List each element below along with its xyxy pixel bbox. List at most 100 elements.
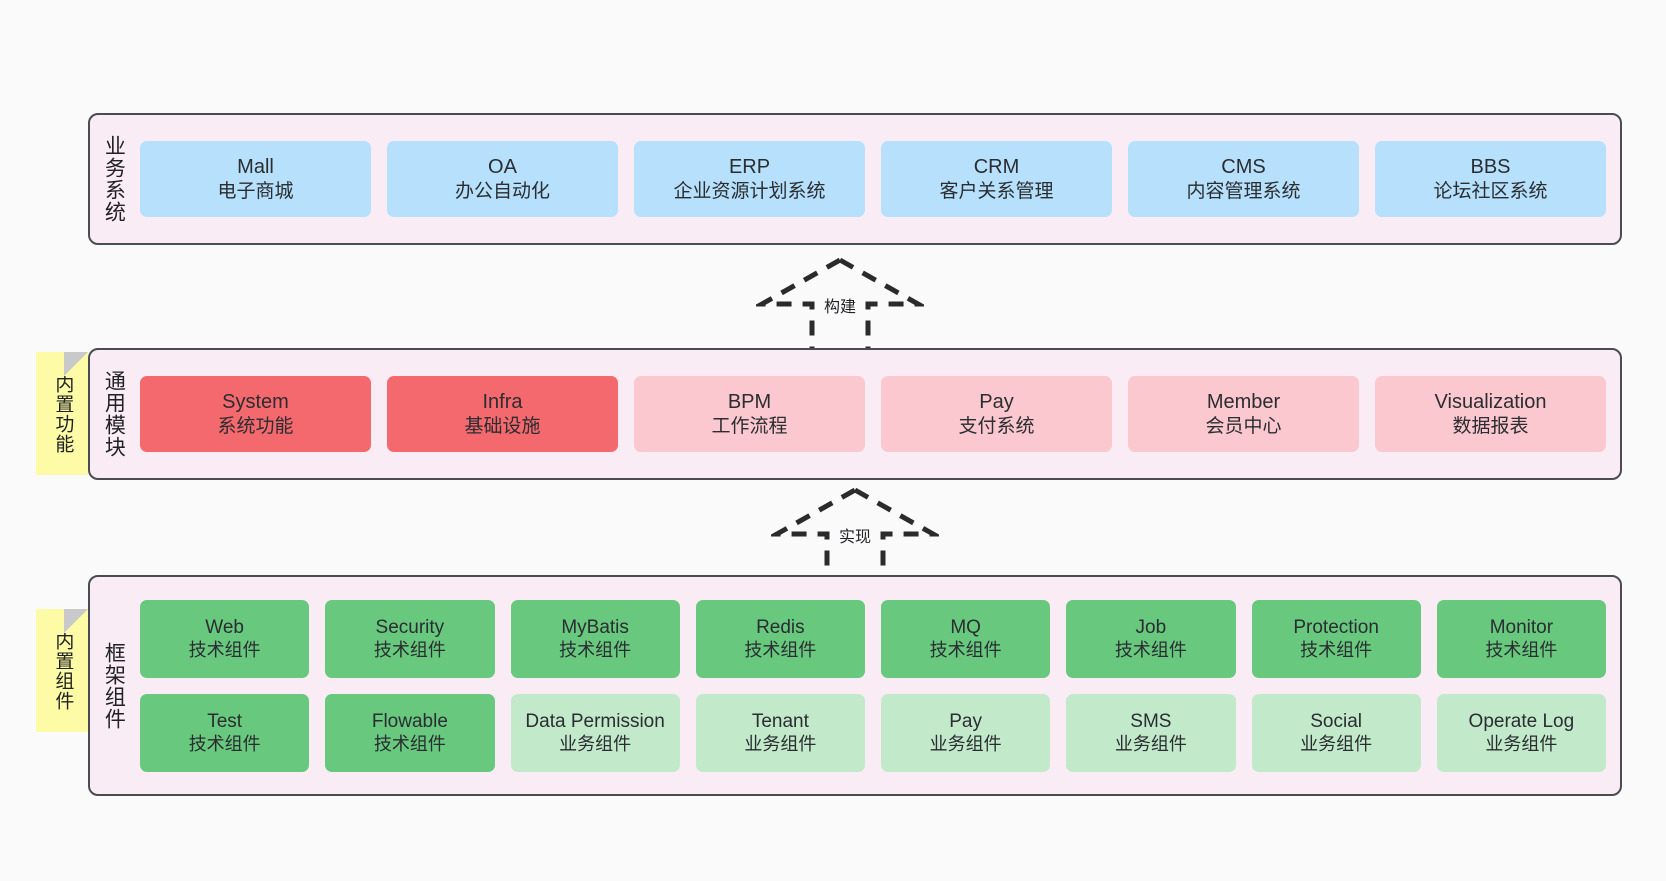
row-business-components: Test 技术组件 Flowable 技术组件 Data Permission …: [140, 693, 1606, 772]
node-bbs-subtitle: 论坛社区系统: [1433, 180, 1548, 202]
node-bbs[interactable]: BBS 论坛社区系统: [1375, 141, 1606, 217]
node-security[interactable]: Security 技术组件: [325, 599, 495, 678]
node-security-subtitle: 技术组件: [373, 640, 446, 661]
node-cms-subtitle: 内容管理系统: [1186, 180, 1301, 202]
node-cms[interactable]: CMS 内容管理系统: [1128, 141, 1359, 217]
node-infra-title: Infra: [482, 390, 523, 413]
node-mall-title: Mall: [237, 155, 274, 178]
node-infra[interactable]: Infra 基础设施: [387, 376, 618, 452]
node-monitor-subtitle: 技术组件: [1485, 640, 1558, 661]
node-crm[interactable]: CRM 客户关系管理: [881, 141, 1112, 217]
node-mq-subtitle: 技术组件: [929, 640, 1002, 661]
node-security-title: Security: [375, 616, 445, 638]
node-bpm[interactable]: BPM 工作流程: [634, 376, 865, 452]
node-sms-subtitle: 业务组件: [1114, 734, 1187, 755]
node-mall[interactable]: Mall 电子商城: [140, 141, 371, 217]
node-visualization[interactable]: Visualization 数据报表: [1375, 376, 1606, 452]
layer-business-systems: 业务系统 Mall 电子商城 OA 办公自动化 ERP 企业资源计划系统 CRM…: [88, 113, 1622, 245]
node-web-title: Web: [205, 616, 244, 638]
layer-body-business: Mall 电子商城 OA 办公自动化 ERP 企业资源计划系统 CRM 客户关系…: [136, 115, 1620, 243]
node-sms-title: SMS: [1130, 710, 1172, 732]
node-pay-module[interactable]: Pay 支付系统: [881, 376, 1112, 452]
node-tenant-subtitle: 业务组件: [744, 734, 817, 755]
connector-build-label: 构建: [823, 299, 857, 316]
node-redis-title: Redis: [756, 616, 805, 638]
node-test-title: Test: [207, 710, 243, 732]
node-oa[interactable]: OA 办公自动化: [387, 141, 618, 217]
node-operate-log-title: Operate Log: [1468, 710, 1575, 732]
node-system[interactable]: System 系统功能: [140, 376, 371, 452]
connector-implement-arrow: 实现: [771, 486, 939, 582]
node-infra-subtitle: 基础设施: [464, 415, 541, 437]
layer-common-modules: 通用模块 System 系统功能 Infra 基础设施 BPM 工作流程 Pay…: [88, 348, 1622, 480]
note-builtin-components-label: 内置组件: [52, 630, 74, 711]
node-oa-subtitle: 办公自动化: [454, 180, 550, 202]
node-bpm-title: BPM: [727, 390, 772, 413]
node-cms-title: CMS: [1221, 155, 1266, 178]
node-flowable-title: Flowable: [371, 710, 448, 732]
node-mybatis-subtitle: 技术组件: [559, 640, 632, 661]
layer-body-modules: System 系统功能 Infra 基础设施 BPM 工作流程 Pay 支付系统…: [136, 350, 1620, 478]
node-pay-module-title: Pay: [979, 390, 1014, 413]
node-visualization-subtitle: 数据报表: [1452, 415, 1529, 437]
node-monitor[interactable]: Monitor 技术组件: [1436, 599, 1606, 678]
row-common-modules: System 系统功能 Infra 基础设施 BPM 工作流程 Pay 支付系统…: [140, 376, 1606, 452]
node-pay-component[interactable]: Pay 业务组件: [881, 693, 1051, 772]
node-bpm-subtitle: 工作流程: [711, 415, 788, 437]
node-system-subtitle: 系统功能: [217, 415, 294, 437]
node-bbs-title: BBS: [1470, 155, 1511, 178]
node-protection[interactable]: Protection 技术组件: [1251, 599, 1421, 678]
node-protection-subtitle: 技术组件: [1300, 640, 1373, 661]
node-social-title: Social: [1310, 710, 1362, 732]
node-mybatis-title: MyBatis: [561, 616, 629, 638]
node-monitor-title: Monitor: [1489, 616, 1554, 638]
node-job-subtitle: 技术组件: [1114, 640, 1187, 661]
node-redis[interactable]: Redis 技术组件: [695, 599, 865, 678]
node-visualization-title: Visualization: [1434, 390, 1547, 413]
note-builtin-functions: 内置功能: [36, 352, 88, 475]
node-protection-title: Protection: [1293, 616, 1379, 638]
node-pay-module-subtitle: 支付系统: [958, 415, 1035, 437]
node-crm-subtitle: 客户关系管理: [939, 180, 1054, 202]
node-mall-subtitle: 电子商城: [217, 180, 294, 202]
node-tenant-title: Tenant: [751, 710, 809, 732]
node-job[interactable]: Job 技术组件: [1066, 599, 1236, 678]
node-web-subtitle: 技术组件: [188, 640, 261, 661]
node-redis-subtitle: 技术组件: [744, 640, 817, 661]
node-member-title: Member: [1206, 390, 1281, 413]
layer-body-framework: Web 技术组件 Security 技术组件 MyBatis 技术组件 Redi…: [136, 577, 1620, 794]
node-job-title: Job: [1135, 616, 1167, 638]
node-pay-component-title: Pay: [949, 710, 982, 732]
node-mybatis[interactable]: MyBatis 技术组件: [510, 599, 680, 678]
node-social-subtitle: 业务组件: [1300, 734, 1373, 755]
node-test[interactable]: Test 技术组件: [140, 693, 310, 772]
node-system-title: System: [222, 390, 289, 413]
node-data-permission[interactable]: Data Permission 业务组件: [510, 693, 680, 772]
row-technical-components: Web 技术组件 Security 技术组件 MyBatis 技术组件 Redi…: [140, 599, 1606, 678]
node-mq-title: MQ: [950, 616, 981, 638]
row-business-systems: Mall 电子商城 OA 办公自动化 ERP 企业资源计划系统 CRM 客户关系…: [140, 141, 1606, 217]
node-social[interactable]: Social 业务组件: [1251, 693, 1421, 772]
node-test-subtitle: 技术组件: [188, 734, 261, 755]
layer-title-modules: 通用模块: [102, 370, 126, 458]
node-erp[interactable]: ERP 企业资源计划系统: [634, 141, 865, 217]
note-builtin-components: 内置组件: [36, 609, 88, 732]
layer-framework-components: 框架组件 Web 技术组件 Security 技术组件 MyBatis 技术组件…: [88, 575, 1622, 796]
node-data-permission-title: Data Permission: [525, 710, 665, 732]
node-operate-log[interactable]: Operate Log 业务组件: [1436, 693, 1606, 772]
node-oa-title: OA: [488, 155, 517, 178]
node-flowable[interactable]: Flowable 技术组件: [325, 693, 495, 772]
layer-title-business: 业务系统: [102, 135, 126, 223]
node-tenant[interactable]: Tenant 业务组件: [695, 693, 865, 772]
note-builtin-functions-label: 内置功能: [52, 373, 74, 454]
node-crm-title: CRM: [973, 155, 1020, 178]
node-data-permission-subtitle: 业务组件: [559, 734, 632, 755]
node-erp-subtitle: 企业资源计划系统: [673, 180, 826, 202]
node-operate-log-subtitle: 业务组件: [1485, 734, 1558, 755]
node-mq[interactable]: MQ 技术组件: [881, 599, 1051, 678]
layer-title-framework: 框架组件: [102, 641, 126, 730]
node-member[interactable]: Member 会员中心: [1128, 376, 1359, 452]
node-web[interactable]: Web 技术组件: [140, 599, 310, 678]
node-sms[interactable]: SMS 业务组件: [1066, 693, 1236, 772]
node-flowable-subtitle: 技术组件: [373, 734, 446, 755]
